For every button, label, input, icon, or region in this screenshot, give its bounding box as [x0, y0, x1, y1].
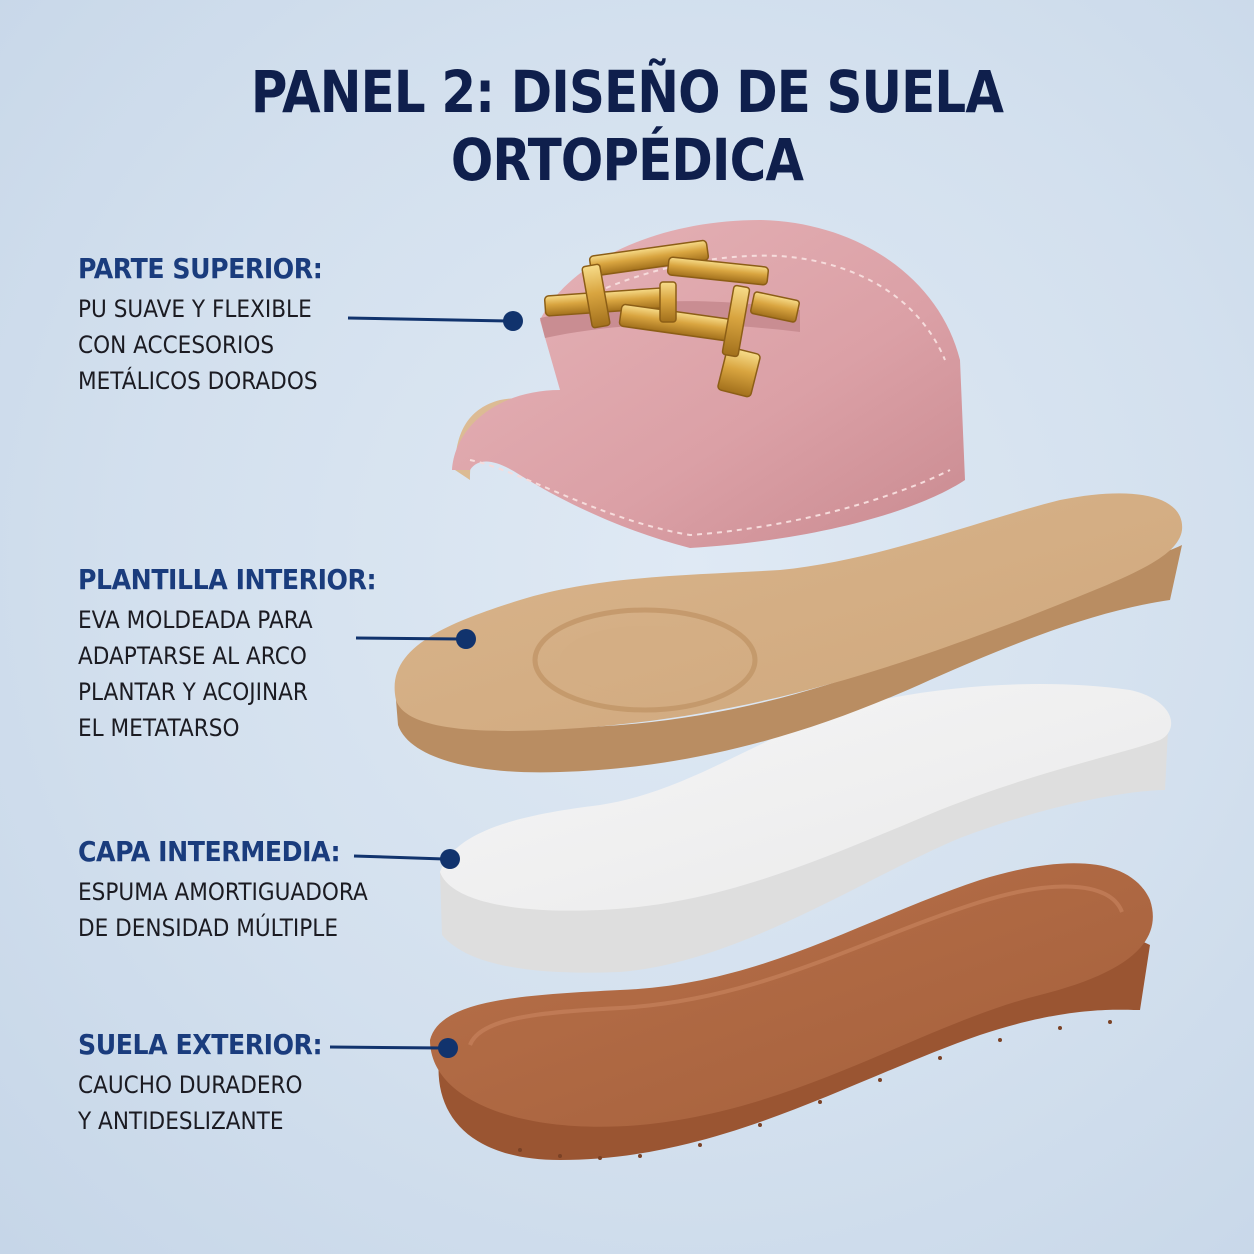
leader-upper — [347, 311, 523, 331]
page-title: PANEL 2: DISEÑO DE SUELA ORTOPÉDICA — [250, 58, 1004, 194]
outsole-layer — [430, 863, 1153, 1160]
upper-layer — [452, 220, 965, 548]
label-heading: SUELA EXTERIOR: — [78, 1028, 323, 1061]
label-midlayer: CAPA INTERMEDIA: ESPUMA AMORTIGUADORA DE… — [78, 835, 400, 946]
label-description: CAUCHO DURADERO Y ANTIDESLIZANTE — [78, 1071, 303, 1135]
label-description: ESPUMA AMORTIGUADORA DE DENSIDAD MÚLTIPL… — [78, 878, 368, 942]
midlayer-layer — [440, 684, 1172, 973]
leader-outsole — [329, 1038, 458, 1058]
gold-buckle-icon — [543, 239, 800, 398]
label-description: PU SUAVE Y FLEXIBLE CON ACCESORIOS METÁL… — [78, 295, 318, 395]
callout-dot-icon — [456, 629, 476, 649]
leader-insole — [355, 629, 476, 649]
callout-dot-icon — [503, 311, 523, 331]
label-heading: CAPA INTERMEDIA: — [78, 835, 341, 868]
label-outsole: SUELA EXTERIOR: CAUCHO DURADERO Y ANTIDE… — [78, 1028, 349, 1139]
callout-dot-icon — [440, 849, 460, 869]
leader-midlayer — [353, 849, 460, 869]
outsole-top — [430, 863, 1153, 1127]
label-heading: PARTE SUPERIOR: — [78, 252, 323, 285]
label-insole: PLANTILLA INTERIOR: EVA MOLDEADA PARA AD… — [78, 563, 409, 746]
label-heading: PLANTILLA INTERIOR: — [78, 563, 377, 596]
callout-dot-icon — [438, 1038, 458, 1058]
insole-side — [396, 545, 1182, 773]
label-description: EVA MOLDEADA PARA ADAPTARSE AL ARCO PLAN… — [78, 606, 313, 742]
midlayer-top — [440, 684, 1172, 911]
label-upper: PARTE SUPERIOR: PU SUAVE Y FLEXIBLE CON … — [78, 252, 350, 399]
arch-cup — [532, 607, 758, 713]
insole-layer — [394, 493, 1183, 773]
